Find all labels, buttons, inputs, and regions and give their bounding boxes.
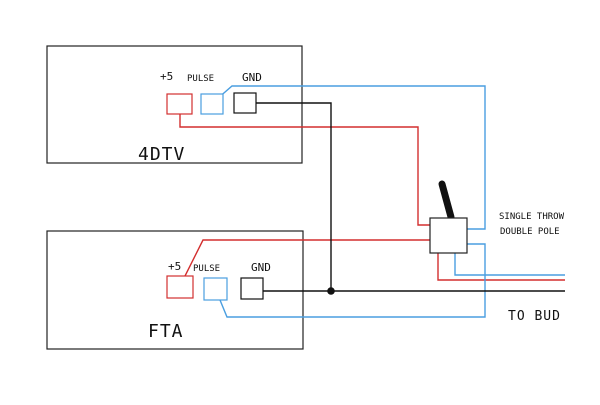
top-gnd-terminal	[233, 92, 257, 114]
top-gnd-label: GND	[242, 71, 262, 84]
bottom-gnd-terminal	[240, 277, 264, 300]
ground-junction-dot	[327, 287, 335, 295]
top-pulse-terminal	[200, 93, 224, 115]
top-plus5-terminal	[166, 93, 193, 115]
top-pulse-label: PULSE	[187, 74, 214, 84]
bottom-plus5-terminal	[166, 275, 194, 299]
switch-lever	[438, 180, 455, 221]
bottom-gnd-label: GND	[251, 261, 271, 274]
pulse-output-wire	[454, 252, 565, 276]
unit-fta-box	[46, 230, 304, 350]
top-plus5-label: +5	[160, 70, 173, 83]
plus5-output-wire	[437, 252, 565, 281]
bottom-pulse-terminal	[203, 277, 228, 301]
unit-fta-name: FTA	[148, 321, 184, 342]
top-gnd-wire	[245, 102, 332, 291]
plus5-wires	[175, 113, 565, 295]
ground-wires	[245, 102, 565, 292]
unit-4dtv-name: 4DTV	[138, 144, 185, 165]
bottom-plus5-label: +5	[168, 260, 181, 273]
bottom-pulse-label: PULSE	[193, 264, 220, 274]
output-label: TO BUD	[508, 309, 561, 324]
switch-label-line1: SINGLE THROW	[499, 212, 565, 222]
top-plus5-wire	[179, 113, 431, 226]
switch-label-line2: DOUBLE POLE	[500, 227, 560, 237]
bottom-pulse-wire	[212, 243, 486, 318]
unit-4dtv-box	[46, 45, 303, 164]
switch-body	[429, 217, 468, 254]
